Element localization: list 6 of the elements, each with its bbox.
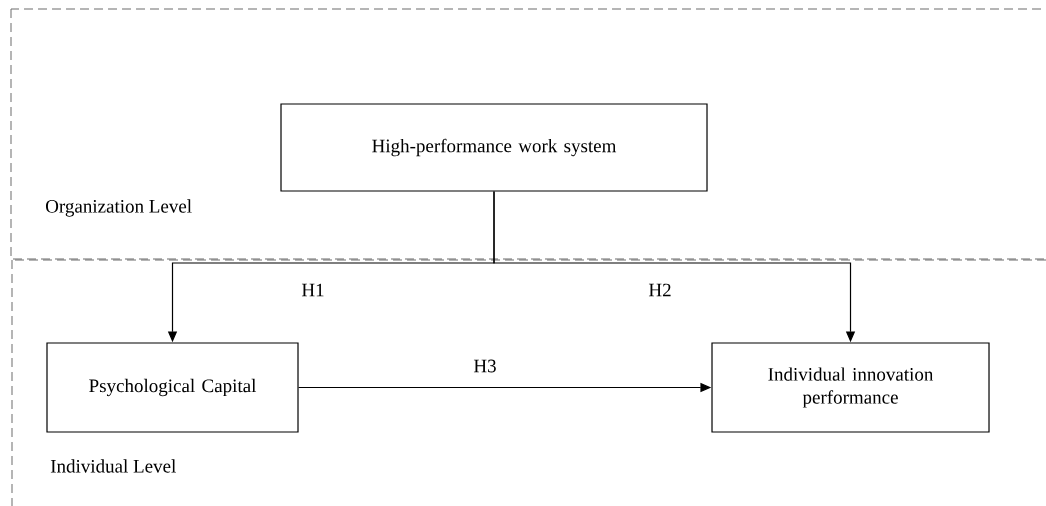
process-box: High-performance work system xyxy=(280,103,708,192)
process-box: Psychological Capital xyxy=(46,342,299,433)
edge-label: H2 xyxy=(647,282,673,298)
process-box: Individual innovation performance xyxy=(711,342,990,433)
edge-label: H3 xyxy=(472,358,498,374)
edge-label: H1 xyxy=(300,282,326,298)
